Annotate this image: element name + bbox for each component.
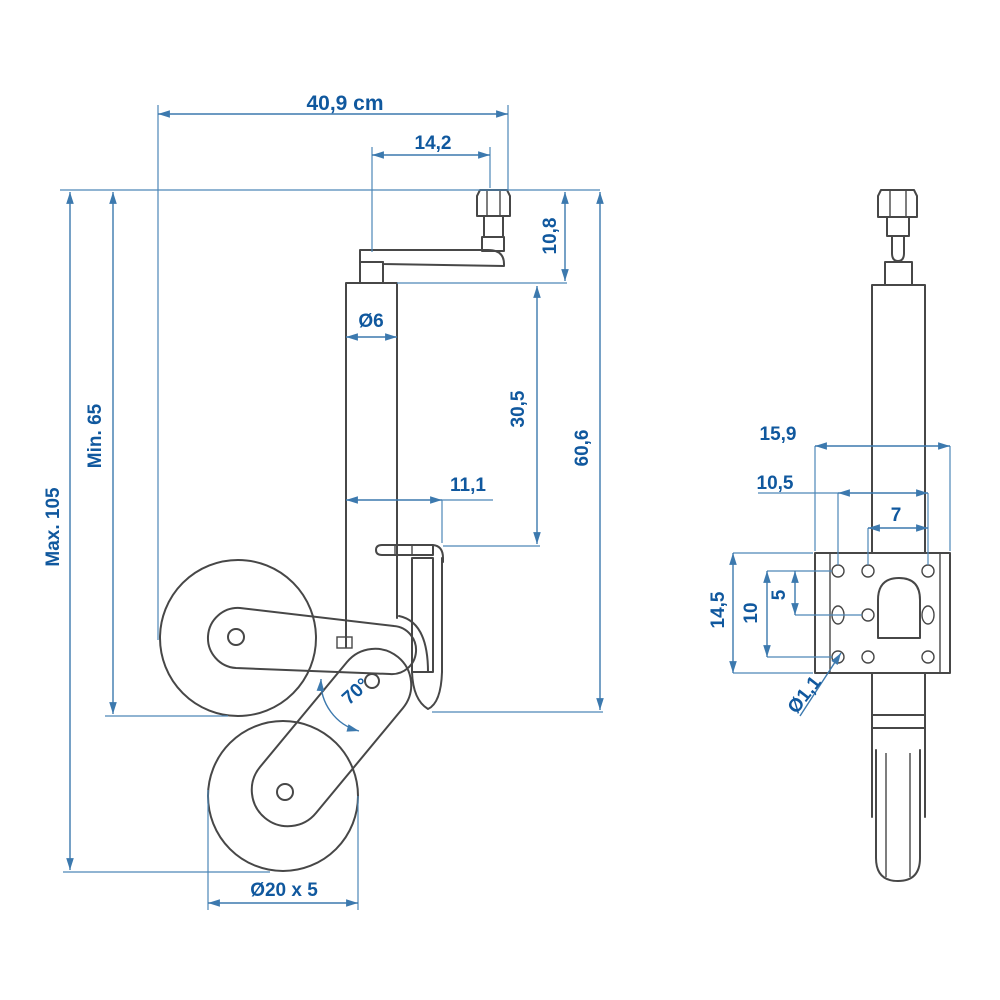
dim-total-length-label: 60,6 bbox=[572, 430, 593, 467]
dim-hole-span-narrow-label: 7 bbox=[891, 505, 902, 526]
front-view: 40,9 cm 14,2 10,8 Ø6 30,5 60,6 11,1 Min.… bbox=[43, 92, 604, 910]
crank-arm bbox=[359, 249, 505, 267]
side-tube-upper bbox=[871, 284, 926, 554]
clamp-bracket bbox=[411, 557, 434, 673]
lower-wheel bbox=[207, 720, 359, 872]
dim-plate-width-label: 15,9 bbox=[760, 424, 797, 445]
plate-holes bbox=[831, 564, 935, 664]
side-wheel bbox=[875, 749, 921, 882]
dim-hole-rows-span-label: 10 bbox=[741, 602, 762, 623]
dim-inner-tube-length-label: 30,5 bbox=[508, 390, 529, 427]
clamp-lever bbox=[375, 544, 444, 563]
dim-min-height-label: Min. 65 bbox=[85, 403, 106, 468]
side-crank-knob bbox=[877, 189, 918, 218]
side-crank-pin bbox=[891, 235, 905, 262]
dim-plate-height-label: 14,5 bbox=[708, 591, 729, 628]
dim-swivel-angle-label: 70° bbox=[338, 674, 373, 709]
crank-knob bbox=[476, 189, 511, 217]
side-collar bbox=[884, 261, 913, 286]
side-view: 15,9 10,5 7 14,5 10 5 Ø1,1 bbox=[708, 189, 951, 882]
dim-crank-drop-label: 10,8 bbox=[540, 218, 561, 255]
side-dimensions bbox=[729, 442, 951, 717]
side-crank-neck bbox=[886, 216, 910, 237]
mounting-plate bbox=[814, 552, 951, 674]
lower-hub-hole bbox=[276, 783, 294, 801]
dim-overall-width-label: 40,9 cm bbox=[306, 92, 383, 115]
dim-hole-span-wide-label: 10,5 bbox=[757, 473, 794, 494]
pivot-tab bbox=[336, 636, 353, 649]
dim-max-height-label: Max. 105 bbox=[43, 487, 64, 567]
front-dimensions bbox=[60, 105, 604, 910]
upper-hub-hole bbox=[227, 628, 245, 646]
dim-hole-row-gap-label: 5 bbox=[769, 589, 790, 600]
lower-arm bbox=[250, 647, 413, 828]
swivel-housing bbox=[398, 615, 429, 673]
clamp-bracket-foot bbox=[411, 671, 443, 710]
dim-tube-diameter-label: Ø6 bbox=[358, 311, 383, 332]
front-labels: 40,9 cm 14,2 10,8 Ø6 30,5 60,6 11,1 Min.… bbox=[43, 92, 593, 901]
pivot-hole bbox=[364, 673, 380, 689]
crank-boss bbox=[359, 261, 384, 284]
plate-arch-cutout bbox=[877, 577, 921, 639]
wheel-fork bbox=[871, 754, 926, 818]
side-part-outlines bbox=[814, 189, 951, 882]
crank-elbow bbox=[481, 236, 505, 252]
dim-bracket-width-label: 11,1 bbox=[450, 475, 486, 496]
hole-diameter-leader bbox=[799, 652, 842, 717]
dim-wheel-size-label: Ø20 x 5 bbox=[250, 880, 318, 901]
crank-neck bbox=[483, 215, 504, 238]
front-part-outlines bbox=[159, 189, 511, 872]
dim-hole-diameter-label: Ø1,1 bbox=[784, 672, 826, 718]
upper-wheel bbox=[159, 559, 317, 717]
swivel-angle-arc bbox=[316, 678, 360, 732]
upper-arm bbox=[206, 606, 418, 676]
dim-crank-span-label: 14,2 bbox=[415, 133, 452, 154]
